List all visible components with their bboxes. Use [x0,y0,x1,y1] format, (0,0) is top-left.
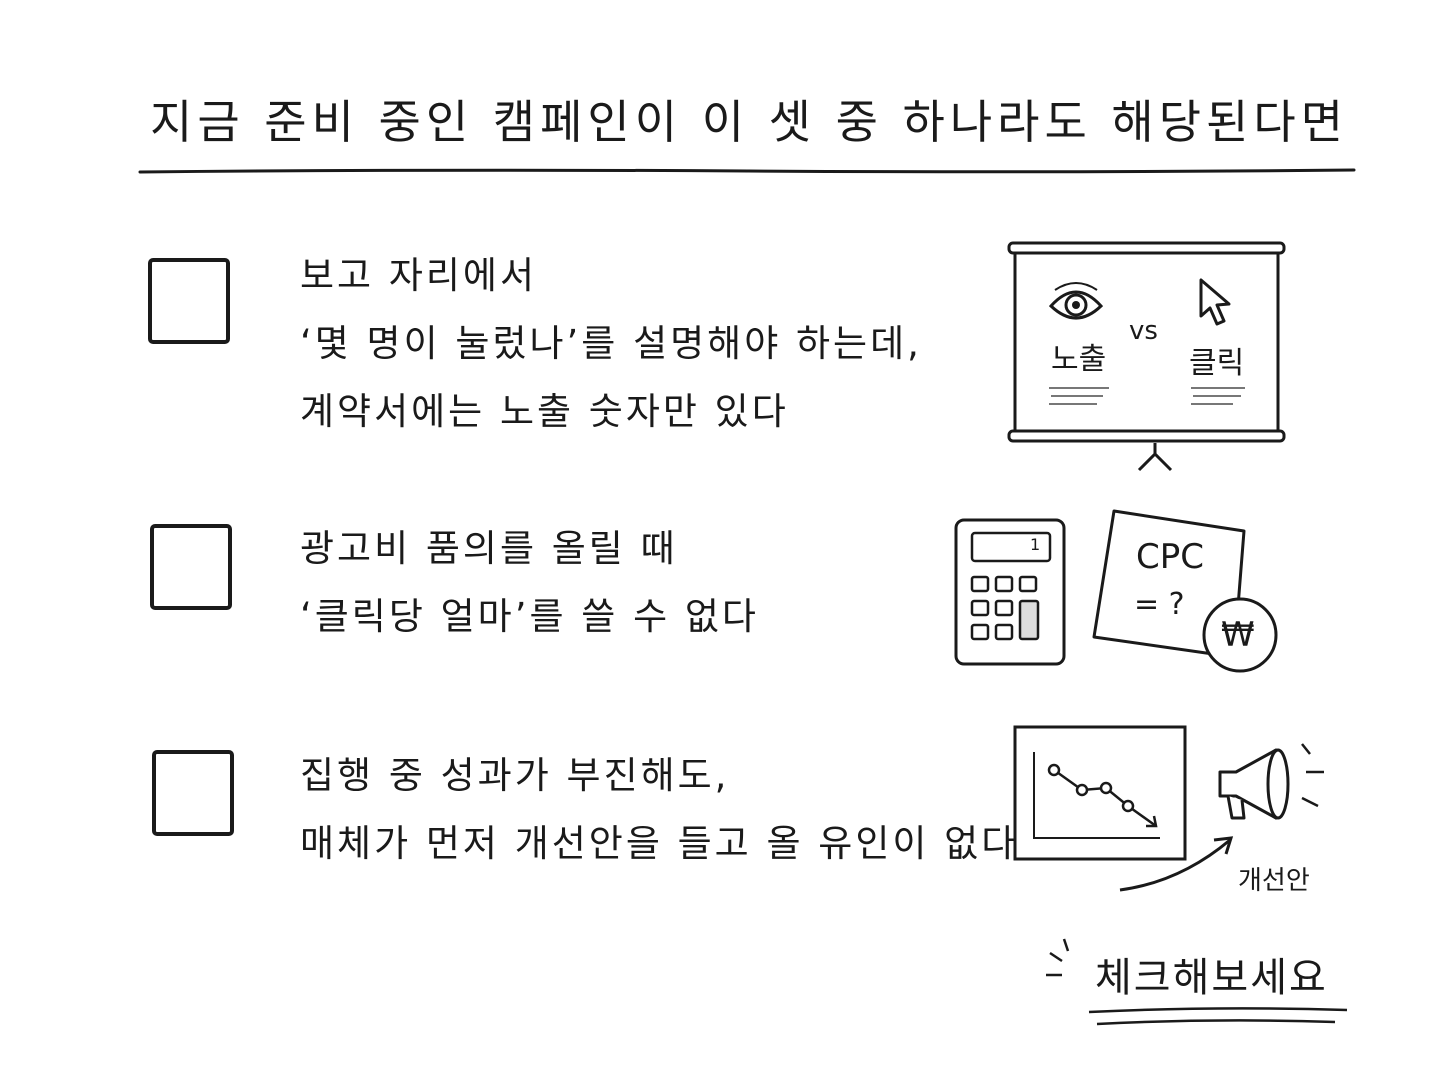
title-underline [138,168,1356,174]
calculator-illustration: 1 [950,515,1070,670]
checkbox-item-3[interactable] [152,750,234,836]
item-3-line-2: 매체가 먼저 개선안을 들고 올 유인이 없다 [300,822,1019,865]
won-coin-icon: ₩ [1221,615,1255,655]
sparkle-icon [1046,938,1070,977]
checkbox-item-1[interactable] [148,258,230,344]
item-2-line-1: 광고비 품의를 올릴 때 [300,527,678,570]
checklist-item-1: 보고 자리에서 ‘몇 명이 눌렀나’를 설명해야 하는데, 계약서에는 노출 숫… [300,242,922,446]
calculator-icon [954,518,1066,666]
vs-label: vs [1129,316,1158,346]
item-3-line-1: 집행 중 성과가 부진해도, [300,754,730,797]
declining-chart-illustration: 개선안 [1010,722,1340,912]
cpc-label: CPC [1136,537,1204,577]
click-label: 클릭 [1189,346,1245,381]
item-1-line-3: 계약서에는 노출 숫자만 있다 [300,390,789,433]
improvement-plan-label: 개선안 [1238,866,1310,896]
cta-underline [1088,1007,1348,1026]
impression-label: 노출 [1051,342,1107,377]
checklist-item-2: 광고비 품의를 올릴 때 ‘클릭당 얼마’를 쓸 수 없다 [300,515,759,651]
item-1-line-1: 보고 자리에서 [300,254,538,297]
check-it-out-label[interactable]: 체크해보세요 [1095,955,1328,1001]
cpc-note-illustration: CPC = ? ₩ [1090,505,1285,680]
cpc-question-label: = ? [1134,587,1185,622]
calculator-display-value: 1 [1030,535,1041,554]
projector-screen-icon [1007,241,1286,472]
checkbox-item-2[interactable] [150,524,232,610]
projector-screen-illustration: 노출 vs 클릭 [1005,238,1290,478]
checklist-item-3: 집행 중 성과가 부진해도, 매체가 먼저 개선안을 들고 올 유인이 없다 [300,742,1018,878]
item-2-line-2: ‘클릭당 얼마’를 쓸 수 없다 [300,595,759,638]
item-1-line-2: ‘몇 명이 눌렀나’를 설명해야 하는데, [300,322,922,365]
megaphone-icon [1218,748,1290,820]
declining-chart-icon [1013,725,1324,892]
note-card-icon [1092,509,1278,673]
page-title: 지금 준비 중인 캠페인이 이 셋 중 하나라도 해당된다면 [150,95,1349,149]
